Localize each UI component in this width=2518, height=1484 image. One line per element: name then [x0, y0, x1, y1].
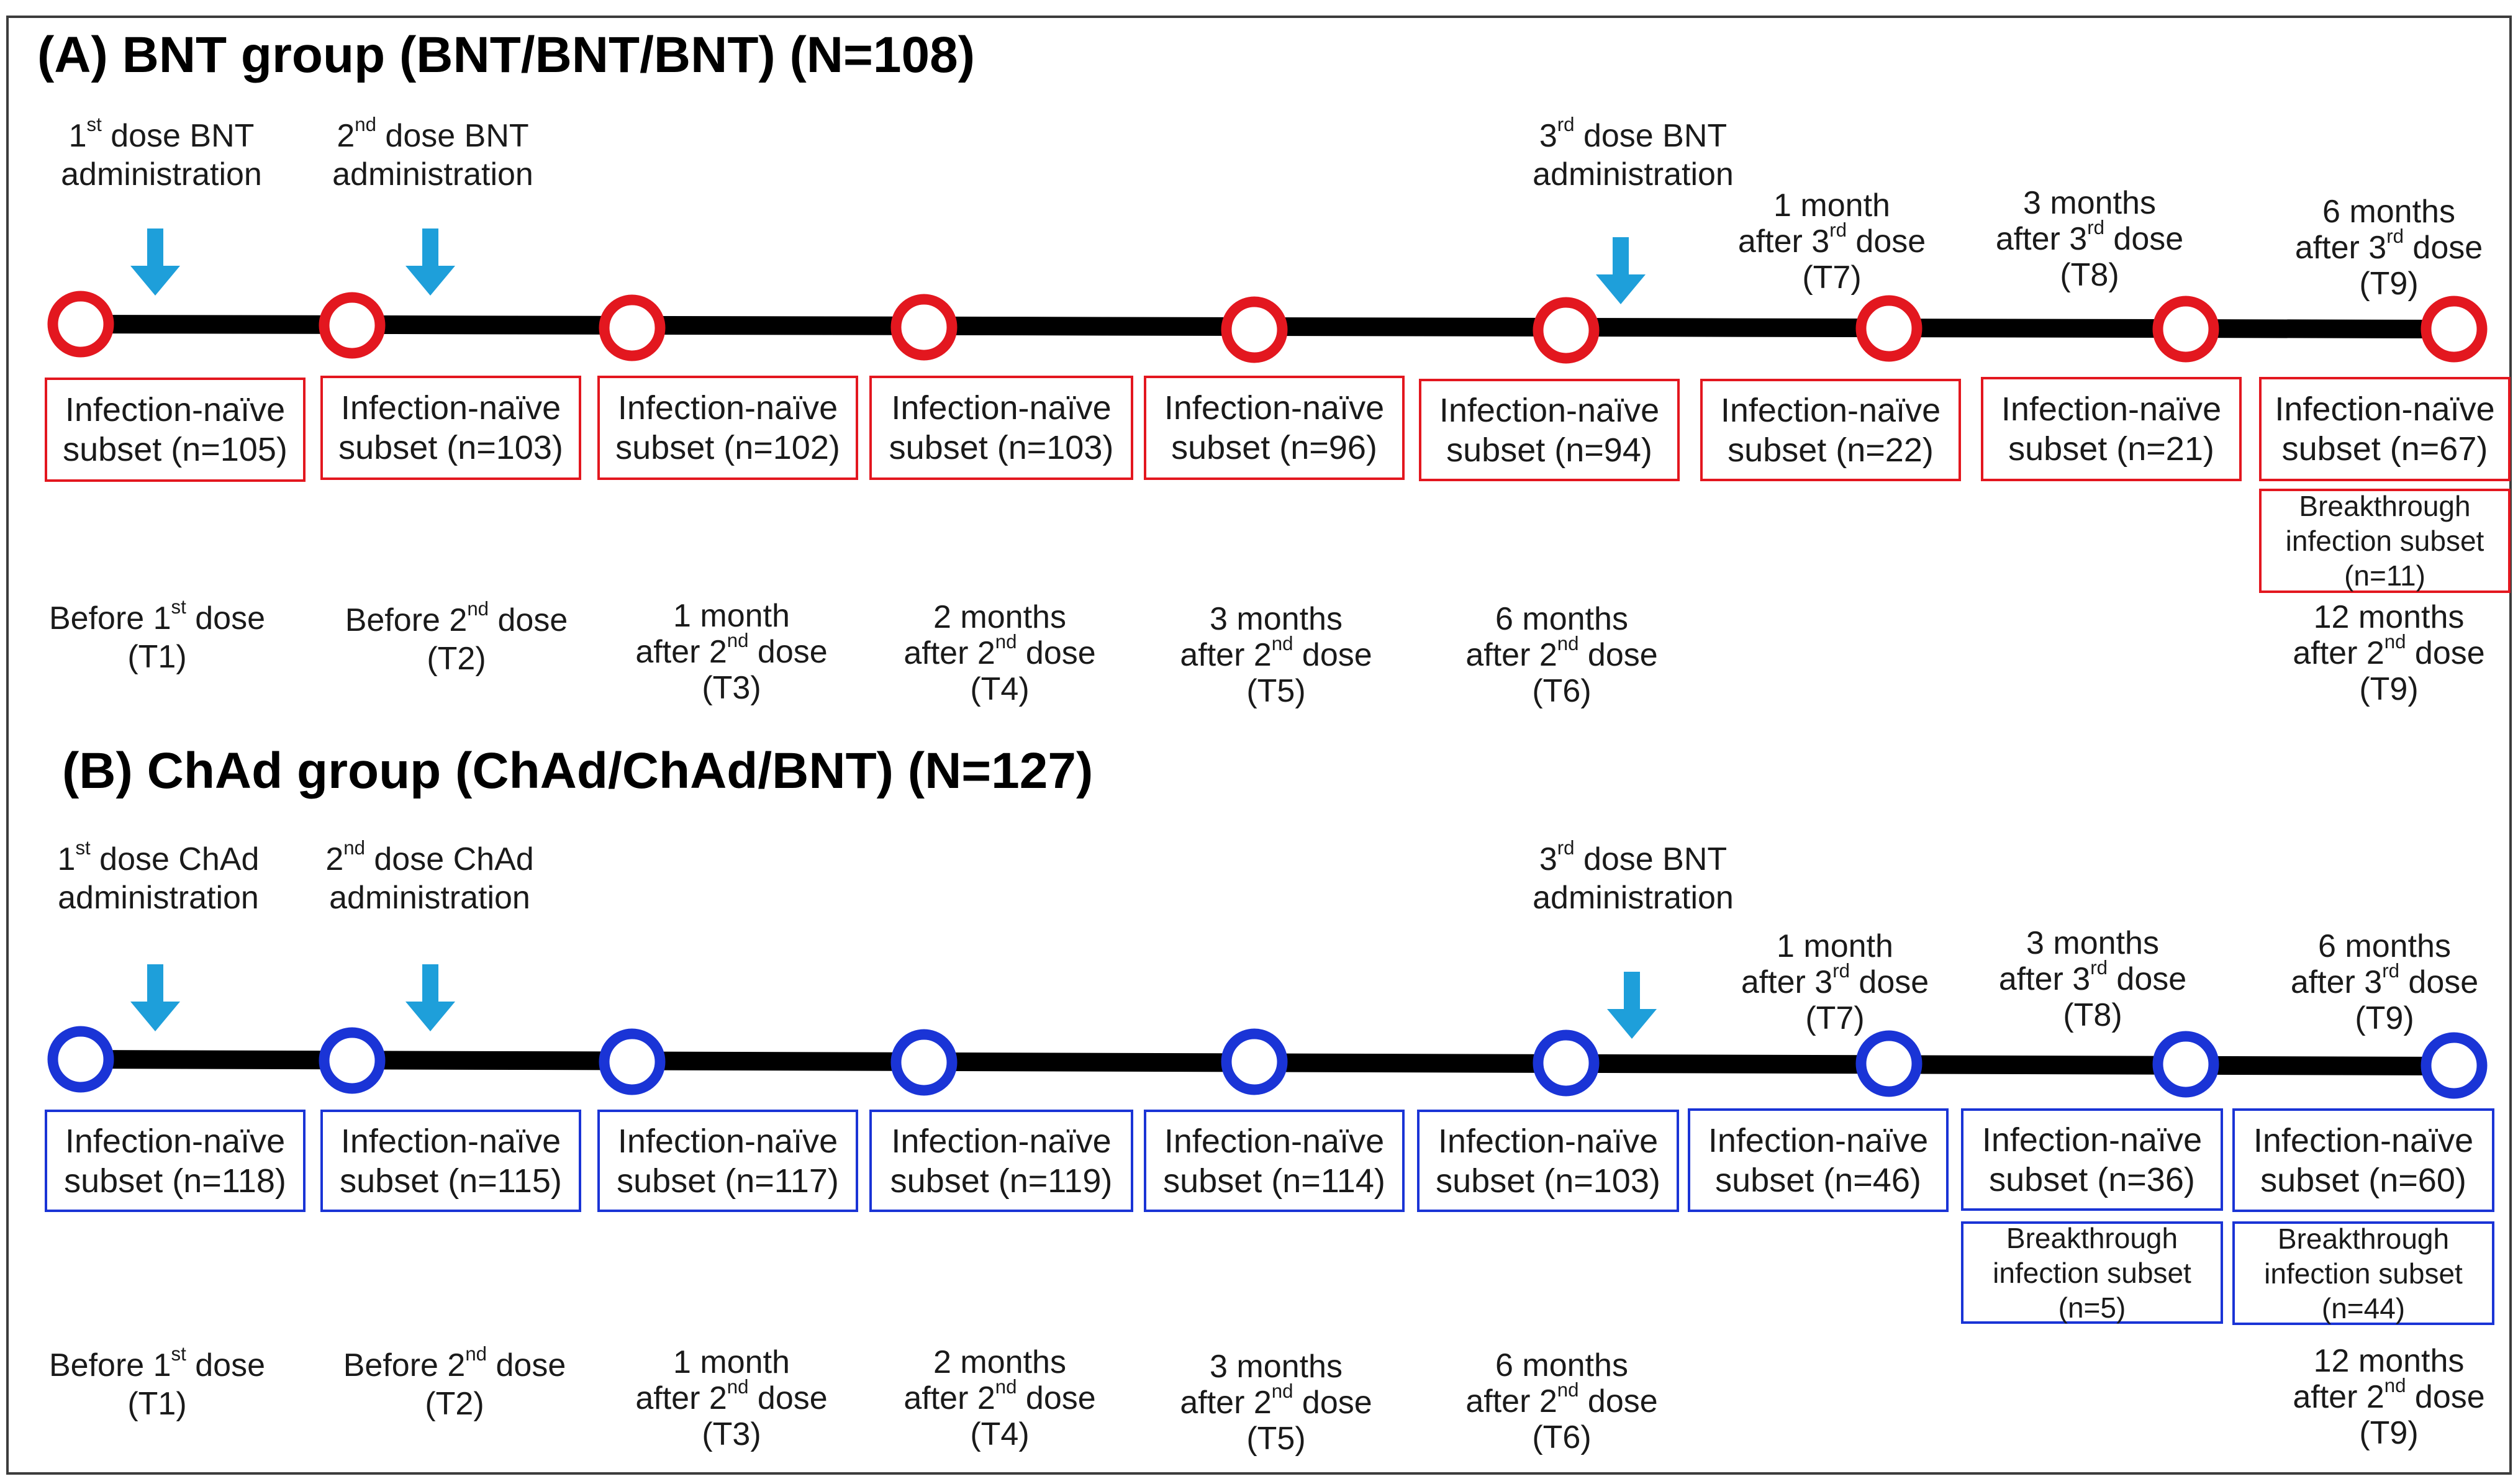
- dose-label: 1st dose ChAd administration: [57, 837, 260, 916]
- timepoint-label: 3 months after 2nd dose (T5): [1180, 601, 1372, 709]
- timepoint-label: 6 months after 2nd dose (T6): [1465, 1347, 1658, 1455]
- timeline-node-t2: [319, 1027, 386, 1094]
- timeline-node-t1: [47, 291, 114, 358]
- panel-b-title: (B) ChAd group (ChAd/ChAd/BNT) (N=127): [62, 743, 1094, 799]
- timepoint-label: 3 months after 3rd dose (T8): [1998, 925, 2187, 1033]
- dose-label: 1st dose BNT administration: [61, 114, 262, 192]
- timepoint-label: 6 months after 3rd dose (T9): [2290, 928, 2479, 1036]
- timepoint-label: Before 2nd dose (T2): [343, 1343, 566, 1422]
- dose-label: 3rd dose BNT administration: [1533, 837, 1734, 916]
- timeline-node-t8: [2152, 1031, 2219, 1098]
- timeline-node-t9: [2421, 1032, 2488, 1099]
- down-arrow-icon: [1607, 972, 1657, 1039]
- dose-label: 3rd dose BNT administration: [1533, 114, 1734, 192]
- dose-label: 2nd dose BNT administration: [332, 114, 533, 192]
- timepoint-label: 1 month after 3rd dose (T7): [1737, 188, 1926, 296]
- timepoint-label: 1 month after 2nd dose (T3): [635, 598, 828, 706]
- timeline-node-t4: [890, 1029, 958, 1096]
- panel-b-nodes: [47, 1026, 2488, 1099]
- down-arrow-icon: [130, 964, 180, 1031]
- down-arrow-icon: [1596, 237, 1646, 304]
- timepoint-label: 2 months after 2nd dose (T4): [903, 599, 1096, 707]
- timepoint-label: 1 month after 3rd dose (T7): [1741, 928, 1929, 1036]
- timeline-node-t7: [1855, 295, 1922, 362]
- timepoint-label: 12 months after 2nd dose (T9): [2293, 1343, 2485, 1451]
- timepoint-label: Before 1st dose (T1): [48, 596, 266, 675]
- down-arrow-icon: [405, 964, 455, 1031]
- timeline-node-t4: [890, 294, 958, 361]
- panel-b-timeline: [47, 964, 2488, 1099]
- timeline-node-t3: [599, 1028, 666, 1095]
- timeline-node-t6: [1533, 297, 1600, 364]
- timeline-node-t6: [1533, 1029, 1600, 1097]
- figure-frame: [6, 16, 2512, 1475]
- timepoint-label: 3 months after 3rd dose (T8): [1995, 185, 2184, 293]
- timepoint-label: 1 month after 2nd dose (T3): [635, 1344, 828, 1452]
- timeline-node-t2: [319, 292, 386, 359]
- timeline-node-t5: [1221, 296, 1288, 363]
- timepoint-label: 12 months after 2nd dose (T9): [2293, 599, 2485, 707]
- timepoint-label: 6 months after 2nd dose (T6): [1465, 601, 1658, 709]
- timepoint-label: 3 months after 2nd dose (T5): [1180, 1349, 1372, 1457]
- timepoint-label: 2 months after 2nd dose (T4): [903, 1344, 1096, 1452]
- down-arrow-icon: [405, 228, 455, 296]
- timeline-node-t5: [1221, 1028, 1288, 1095]
- timeline-node-t3: [599, 294, 666, 361]
- timeline-node-t1: [47, 1026, 114, 1093]
- timepoint-label: 6 months after 3rd dose (T9): [2294, 194, 2483, 302]
- down-arrow-icon: [130, 228, 180, 296]
- timepoint-label: Before 2nd dose (T2): [345, 598, 568, 677]
- timeline-node-t7: [1855, 1030, 1922, 1097]
- timeline-node-t8: [2152, 296, 2219, 363]
- dose-label: 2nd dose ChAd administration: [325, 837, 534, 916]
- panel-a-nodes: [47, 291, 2488, 364]
- timepoint-label: Before 1st dose (T1): [48, 1343, 266, 1422]
- panel-a-title: (A) BNT group (BNT/BNT/BNT) (N=108): [37, 27, 976, 83]
- timeline-node-t9: [2421, 296, 2488, 363]
- panel-a-timeline: [47, 228, 2488, 364]
